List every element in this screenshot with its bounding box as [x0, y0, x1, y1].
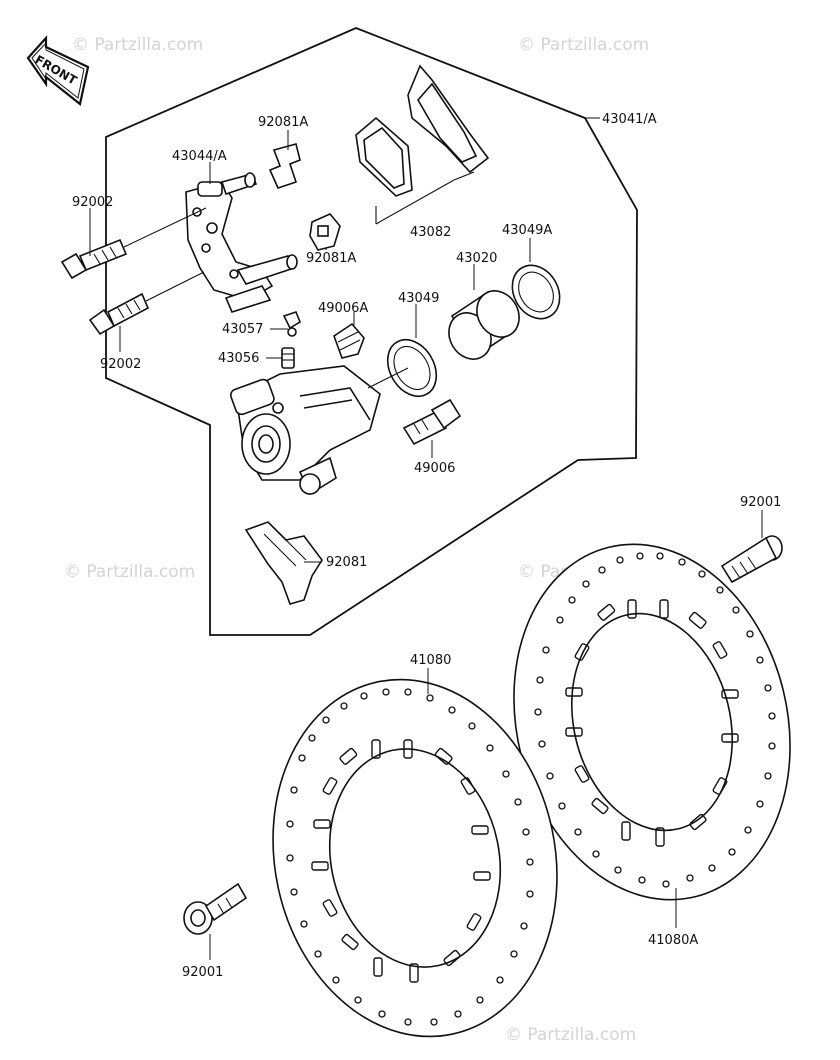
caliper-bracket — [185, 172, 298, 313]
watermark: © Partzilla.com — [64, 562, 195, 582]
bolt-92001-left — [183, 882, 248, 935]
disc-holes-right — [534, 552, 776, 888]
spring-clip-top — [268, 143, 301, 189]
brake-disc-41080 — [272, 678, 558, 1038]
caliper-assembly-outline — [105, 27, 638, 636]
leader-lines — [89, 117, 763, 960]
pad-spring — [244, 521, 323, 605]
bolt-92002-bottom — [88, 271, 205, 336]
label-92002-bottom: 92002 — [100, 357, 141, 372]
label-49006A: 49006A — [318, 301, 368, 316]
label-92081: 92081 — [326, 555, 367, 570]
brake-pads — [355, 64, 490, 225]
pin-bolt — [402, 398, 462, 446]
label-92081A-mid: 92081A — [306, 251, 356, 266]
front-arrow-icon: FRONT — [26, 35, 90, 106]
label-43020: 43020 — [456, 251, 497, 266]
disc-holes-left — [286, 688, 534, 1026]
label-92001-left: 92001 — [182, 965, 223, 980]
label-49006: 49006 — [414, 461, 455, 476]
bolt-92002-top — [60, 207, 207, 280]
label-92081A-top: 92081A — [258, 115, 308, 130]
spring-clip-mid — [309, 213, 341, 251]
label-43056: 43056 — [218, 351, 259, 366]
label-43049: 43049 — [398, 291, 439, 306]
piston — [448, 290, 520, 360]
part-labels: 43041/A 92081A 43044/A 92002 43082 43049… — [72, 112, 781, 980]
label-43082: 43082 — [410, 225, 451, 240]
watermark: © Partzilla.com — [505, 1025, 636, 1045]
caliper-body — [229, 365, 409, 496]
bleeder-valve — [281, 347, 295, 369]
watermark: © Partzilla.com — [518, 35, 649, 55]
seal-43049A — [511, 264, 561, 320]
brake-disc-41080A — [513, 543, 791, 901]
label-92001-right: 92001 — [740, 495, 781, 510]
disc-slots-left — [311, 739, 491, 983]
bleed-cap — [282, 311, 301, 337]
label-43041: 43041/A — [602, 112, 657, 127]
dust-boot — [333, 322, 365, 359]
seal-43049 — [386, 338, 438, 398]
label-41080: 41080 — [410, 653, 451, 668]
label-92002-top: 92002 — [72, 195, 113, 210]
label-41080A: 41080A — [648, 933, 698, 948]
label-43044: 43044/A — [172, 149, 227, 164]
disc-slots-right — [565, 599, 739, 847]
label-43049A: 43049A — [502, 223, 552, 238]
label-43057: 43057 — [222, 322, 263, 337]
bolt-92001-right — [720, 535, 783, 584]
watermark: © Partzilla.com — [72, 35, 203, 55]
